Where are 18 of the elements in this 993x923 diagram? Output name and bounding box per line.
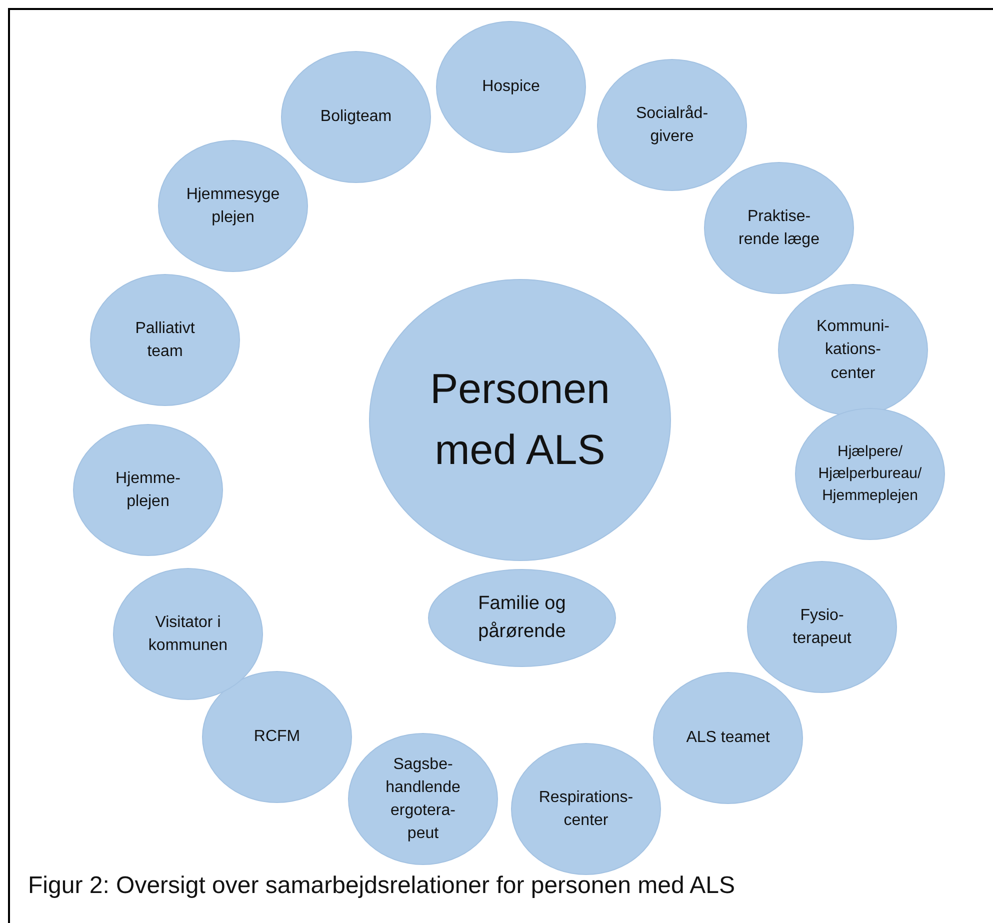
- node-label: Hjælpere/ Hjælperbureau/ Hjemmeplejen: [817, 442, 923, 506]
- node-label: Praktise- rende læge: [738, 206, 820, 250]
- node-label: Kommuni- kations- center: [816, 317, 890, 384]
- node-label: ALS teamet: [685, 728, 771, 748]
- node-label: Hjemme- plejen: [114, 468, 182, 512]
- node-label: RCFM: [252, 727, 302, 748]
- node-label: Palliativt team: [134, 318, 196, 362]
- node-label: Visitator i kommunen: [147, 612, 229, 656]
- node-label: Sagsbe- handlende ergotera- peut: [384, 754, 462, 844]
- node-label: Hospice: [481, 77, 541, 98]
- node-label: Personen med ALS: [429, 364, 611, 475]
- node-label: Socialråd- givere: [634, 104, 710, 147]
- node-label: Fysio- terapeut: [792, 606, 852, 649]
- node-label: Hjemmesyge plejen: [185, 184, 281, 228]
- figure-caption: Figur 2: Oversigt over samarbejdsrelationer for personen med ALS: [28, 872, 736, 900]
- node-label: Respirations- center: [538, 788, 634, 831]
- node-label: Boligteam: [319, 107, 393, 128]
- node-label: Familie og pårørende: [477, 592, 567, 644]
